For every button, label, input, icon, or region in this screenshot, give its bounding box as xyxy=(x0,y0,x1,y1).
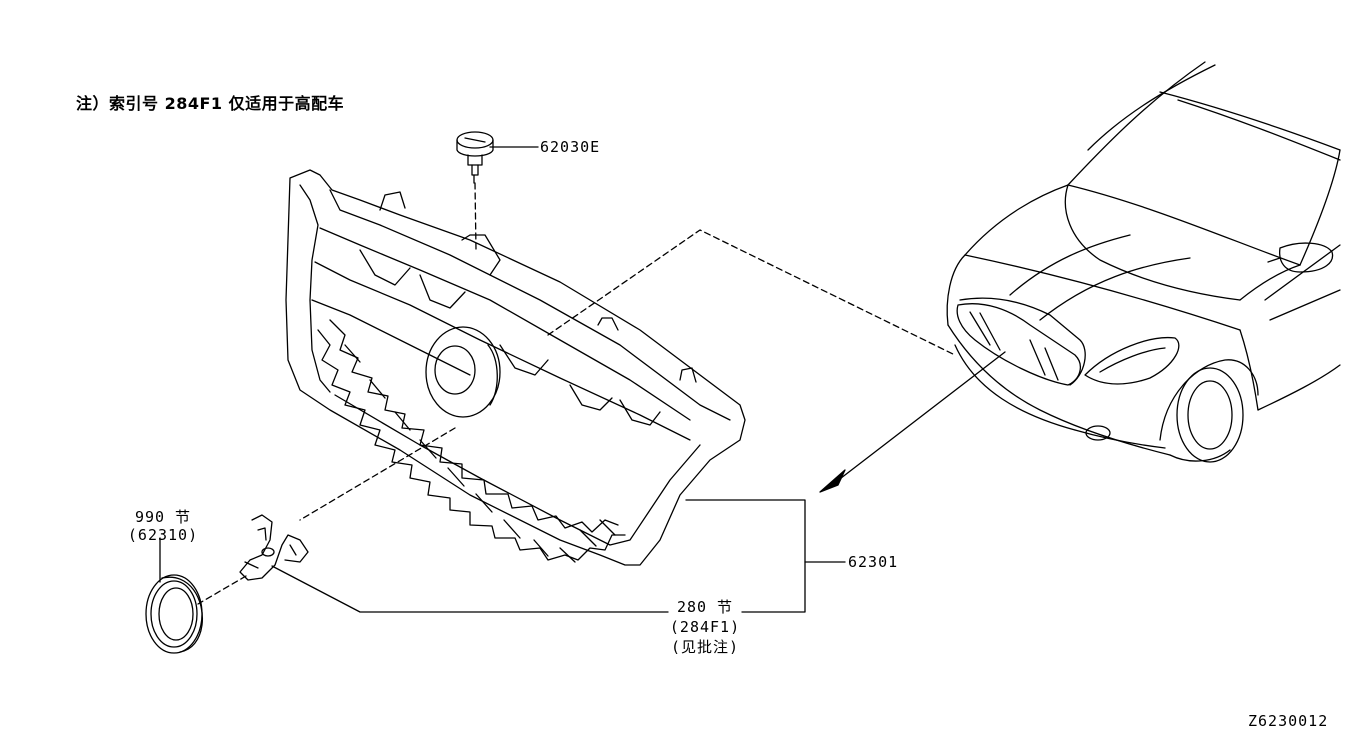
part-number-284F1: (284F1) xyxy=(669,618,741,636)
applicability-note: 注）索引号 284F1 仅适用于高配车 xyxy=(76,94,345,113)
grille-assembly-illustration xyxy=(286,170,745,565)
diagram-id: Z6230012 xyxy=(1248,712,1329,730)
see-note-label: (见批注) xyxy=(670,638,740,656)
section-label-990: 990 节 xyxy=(134,508,192,526)
section-label-280: 280 节 xyxy=(676,598,734,616)
part-number-62030E: 62030E xyxy=(540,138,601,156)
vehicle-illustration xyxy=(820,62,1340,492)
leader-lines xyxy=(160,147,845,612)
emblem-disc-illustration xyxy=(146,575,202,653)
alignment-lines xyxy=(198,183,955,604)
part-number-62310: (62310) xyxy=(127,526,199,544)
part-number-62301: 62301 xyxy=(848,553,899,571)
bracket-illustration xyxy=(240,515,308,580)
emblem-clip-illustration xyxy=(457,132,493,183)
